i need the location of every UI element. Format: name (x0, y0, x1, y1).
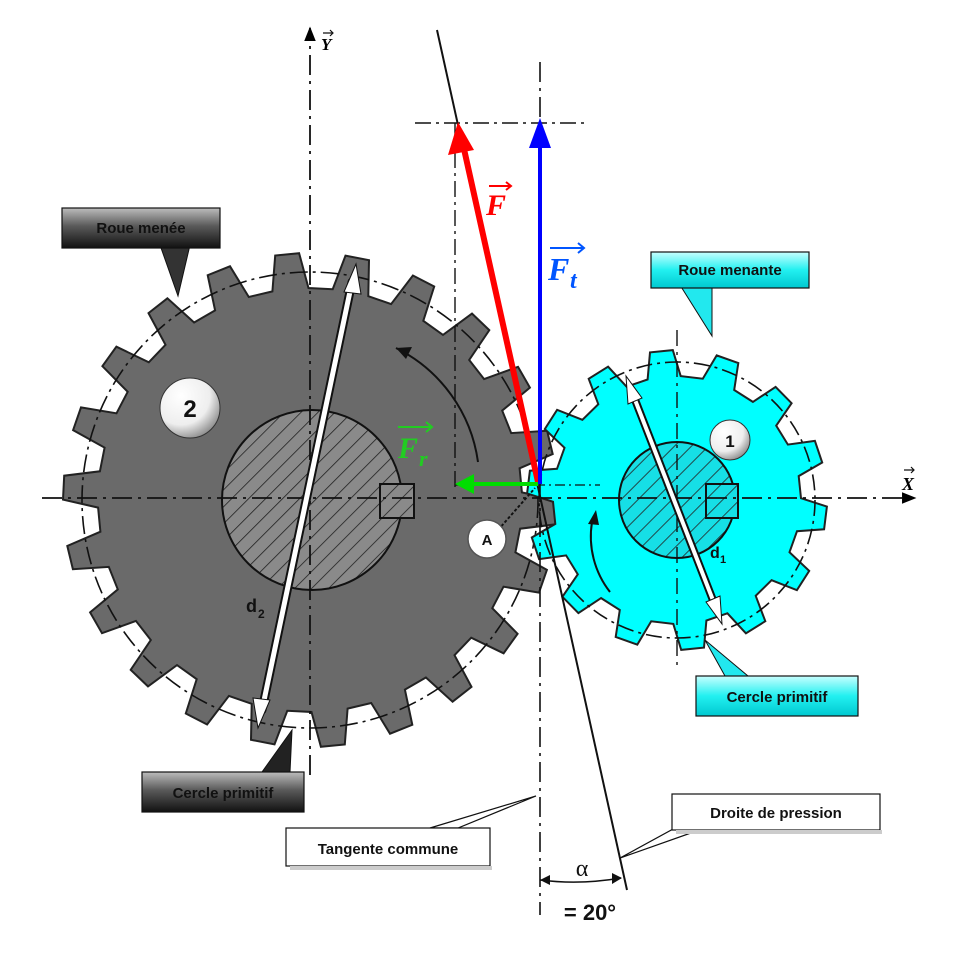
x-axis-label: X (901, 474, 915, 494)
d2-diameter-arrow (259, 281, 355, 711)
driving-rotation-arrow (589, 521, 611, 593)
angle-value: = 20° (564, 900, 616, 925)
force-f-arrow (459, 139, 541, 483)
force-ft-label: F t (547, 242, 586, 294)
driving-wheel-number: 1 (725, 432, 734, 451)
svg-text:Tangente commune: Tangente commune (318, 841, 459, 858)
svg-text:d: d (710, 545, 720, 562)
callout-driven-pitch-circle: Cercle primitif (141, 728, 305, 813)
angle-symbol: α (576, 856, 589, 882)
svg-text:F: F (547, 251, 569, 287)
svg-text:Droite de pression: Droite de pression (710, 805, 842, 822)
svg-text:t: t (570, 268, 578, 294)
d2-label: d 2 (246, 596, 265, 621)
svg-text:F: F (485, 189, 506, 222)
point-a-label: A (482, 532, 493, 549)
driven-wheel-number: 2 (183, 396, 196, 423)
svg-text:r: r (419, 446, 428, 471)
callout-driven-wheel: Roue menée (61, 207, 221, 298)
y-axis-label: Y (321, 35, 333, 54)
force-f-label: F (485, 181, 513, 222)
svg-text:Roue menante: Roue menante (678, 262, 781, 279)
callout-pressure-line: Droite de pression (619, 793, 882, 859)
svg-text:Cercle primitif: Cercle primitif (173, 785, 275, 802)
driven-rotation-arrow (395, 347, 479, 463)
driving-wheel-number-badge (709, 419, 751, 461)
svg-text:1: 1 (720, 554, 726, 566)
svg-text:Cercle primitif: Cercle primitif (727, 689, 829, 706)
force-fr-label: F r (397, 421, 434, 471)
svg-text:d: d (246, 596, 257, 616)
driving-key (705, 483, 739, 519)
d1-diameter-arrow (630, 391, 718, 609)
point-a-badge (467, 519, 507, 559)
svg-text:Roue menée: Roue menée (96, 220, 185, 237)
svg-text:F: F (397, 432, 418, 465)
callout-driving-wheel: Roue menante (650, 251, 810, 338)
svg-text:2: 2 (258, 607, 265, 621)
callout-common-tangent: Tangente commune (285, 795, 537, 870)
callout-driving-pitch-circle: Cercle primitif (695, 639, 859, 717)
driven-wheel-number-badge (159, 377, 221, 439)
d1-label: d 1 (710, 545, 726, 566)
driven-shaft (221, 409, 403, 591)
driven-key (379, 483, 415, 519)
